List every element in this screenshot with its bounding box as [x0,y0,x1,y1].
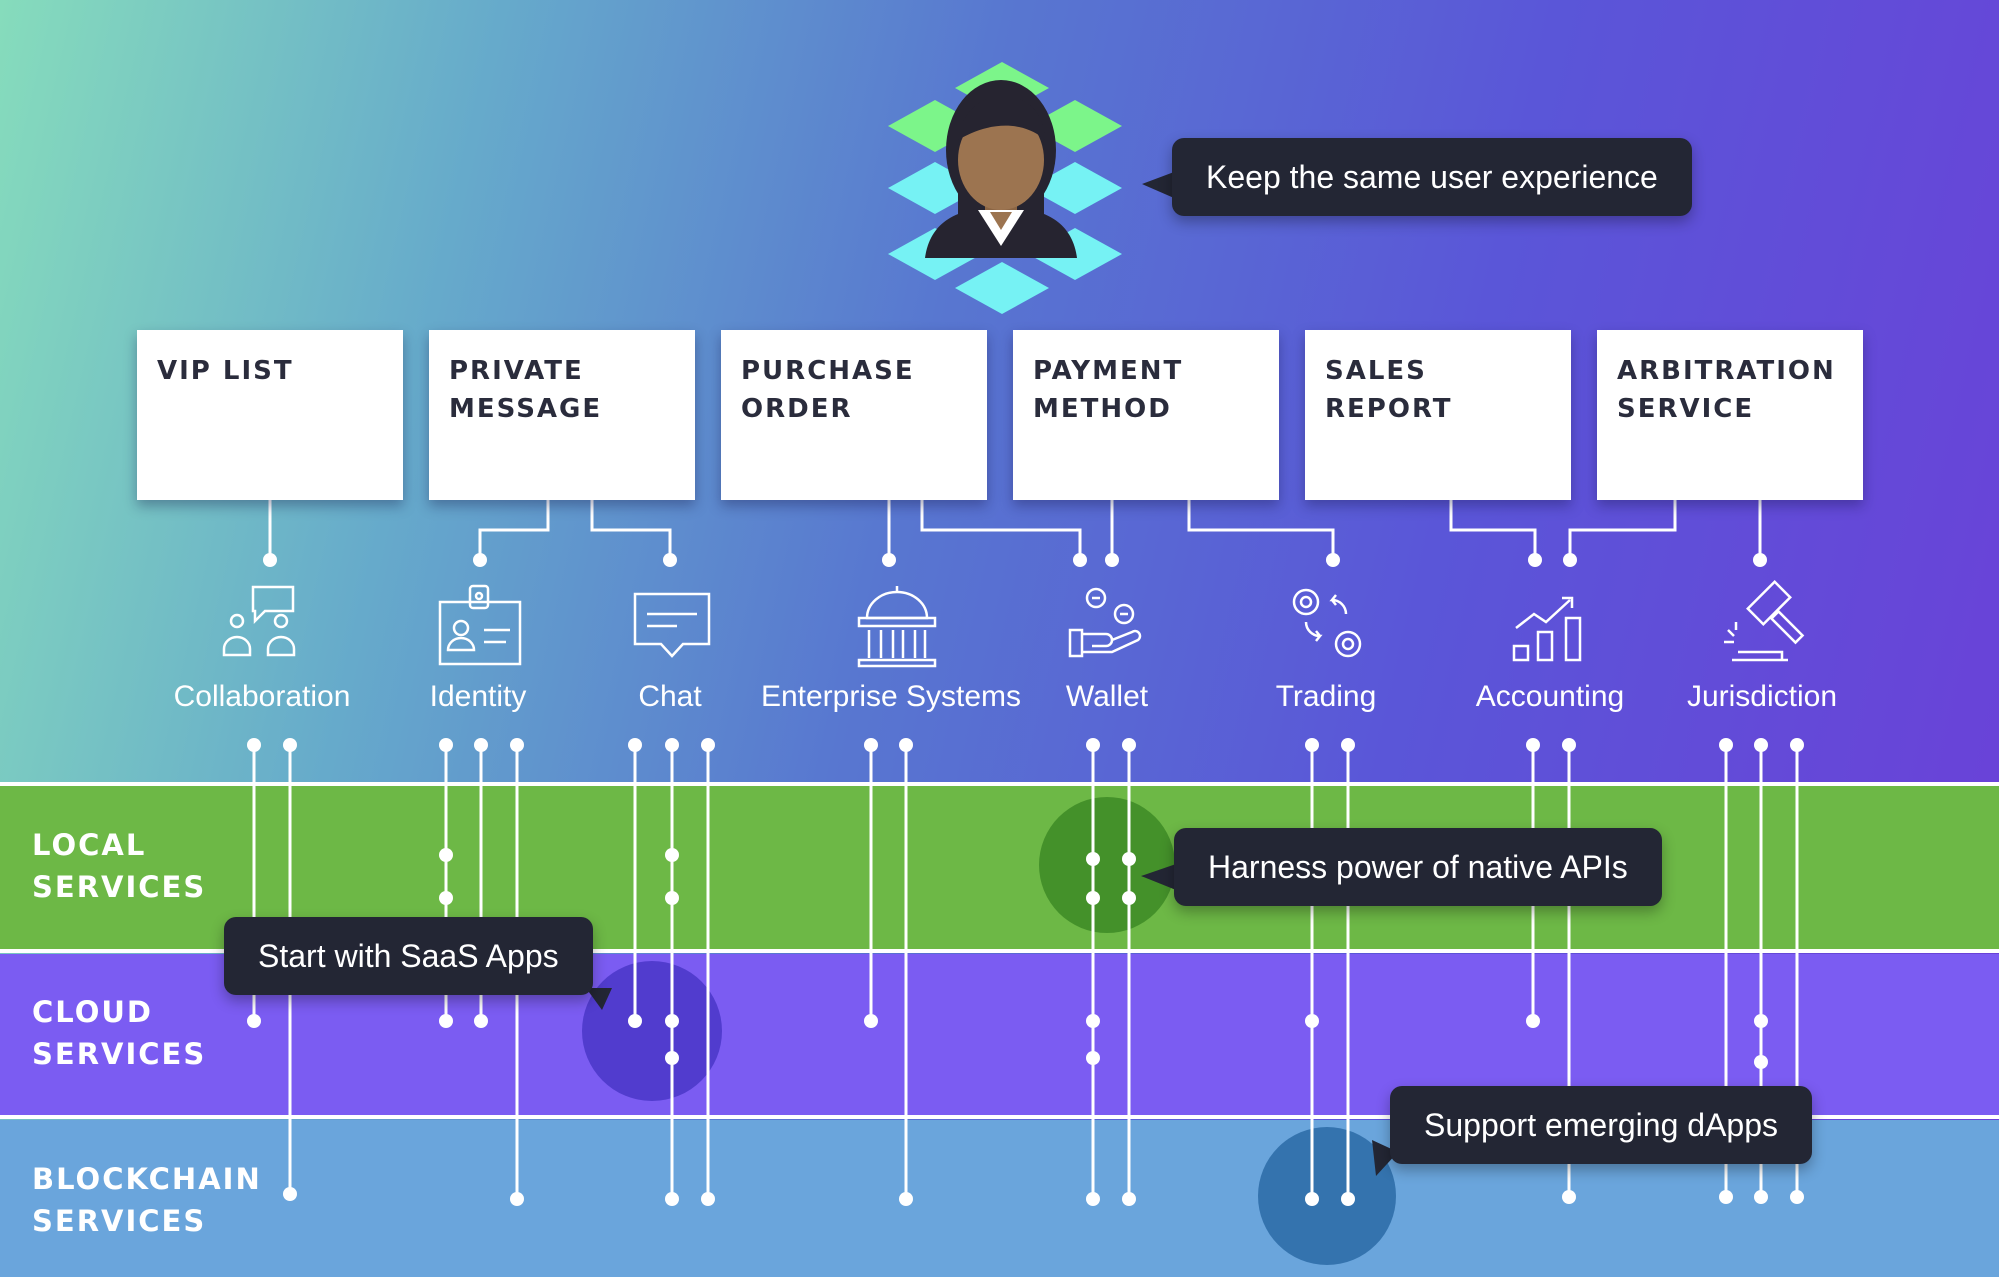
coin-hand-icon [1068,587,1142,658]
card-private-message[interactable]: PRIVATE MESSAGE [429,330,695,500]
card-connectors [268,500,1762,560]
service-label-wallet: Wallet [1065,680,1149,713]
service-label-identity: Identity [429,680,527,713]
service-label-jurisdiction: Jurisdiction [1686,680,1838,713]
local-highlight-circle [1039,797,1175,933]
user-avatar [925,80,1077,258]
service-label-collaboration: Collaboration [173,680,351,713]
card-connector-dots [263,553,1767,567]
band-label-blockchain: BLOCKCHAIN SERVICES [32,1162,262,1238]
government-building-icon [857,586,937,668]
chat-bubble-icon [633,592,711,658]
service-label-accounting: Accounting [1475,680,1625,713]
gavel-icon [1724,580,1805,662]
cloud-highlight-circle [582,961,722,1101]
card-title: PAYMENT METHOD [1033,356,1184,424]
id-badge-icon [438,584,522,666]
card-vip-list[interactable]: VIP LIST [137,330,403,500]
service-label-chat: Chat [638,680,702,713]
card-purchase-order[interactable]: PURCHASE ORDER [721,330,987,500]
callout-saas-apps: Start with SaaS Apps [224,917,593,995]
card-sales-report[interactable]: SALES REPORT [1305,330,1571,500]
card-title: ARBITRATION SERVICE [1617,356,1836,424]
band-label-local: LOCAL SERVICES [32,828,207,904]
card-title: PURCHASE ORDER [741,356,915,424]
growth-chart-icon [1512,596,1582,662]
callout-native-apis: Harness power of native APIs [1174,828,1662,906]
service-label-enterprise-systems: Enterprise Systems [760,680,1022,713]
card-arbitration-service[interactable]: ARBITRATION SERVICE [1597,330,1863,500]
card-payment-method[interactable]: PAYMENT METHOD [1013,330,1279,500]
exchange-icon [1292,588,1362,658]
callout-user-experience: Keep the same user experience [1172,138,1692,216]
card-title: VIP LIST [157,356,294,386]
collaboration-icon [222,585,296,657]
card-title: SALES REPORT [1325,356,1453,424]
callout-emerging-dapps: Support emerging dApps [1390,1086,1812,1164]
band-label-cloud: CLOUD SERVICES [32,995,207,1071]
blockchain-highlight-circle [1258,1127,1396,1265]
service-label-trading: Trading [1275,680,1377,713]
card-title: PRIVATE MESSAGE [449,356,603,424]
service-line-dots [247,738,1804,1206]
